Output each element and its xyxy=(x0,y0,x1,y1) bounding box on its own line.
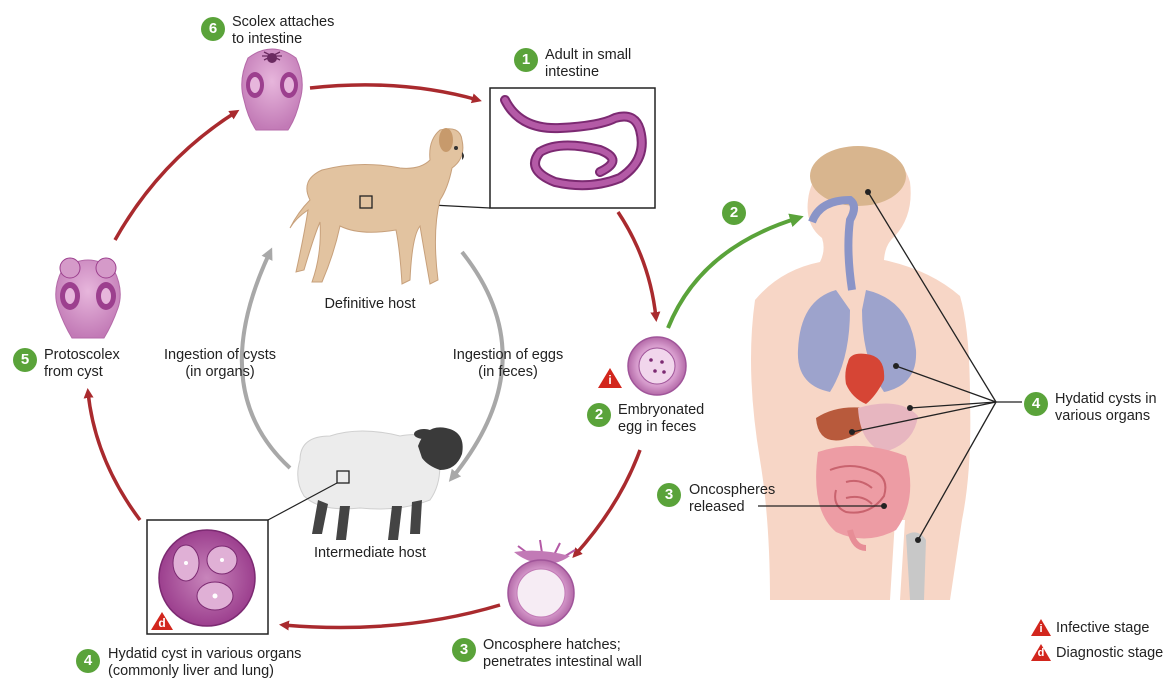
cycle-arrow-4-to-5 xyxy=(88,392,140,520)
step-4-label: Hydatid cyst in various organs(commonly … xyxy=(108,646,301,680)
step-2-human-badge: 2 xyxy=(722,201,746,225)
legend-diagnostic-icon: d xyxy=(1030,643,1052,662)
embryonated-egg xyxy=(628,337,686,395)
oncosphere-hatching xyxy=(508,540,575,626)
legend-diagnostic-label: Diagnostic stage xyxy=(1056,645,1163,662)
step-3-label: Oncosphere hatches;penetrates intestinal… xyxy=(483,637,642,671)
protoscolex-illustration xyxy=(56,258,121,338)
diagnostic-stage-marker: d xyxy=(150,611,174,631)
ingestion-cysts-label: Ingestion of cysts(in organs) xyxy=(150,347,290,381)
step-3-human-badge: 3 xyxy=(657,483,681,507)
adult-worm-box xyxy=(490,88,655,208)
dog-illustration xyxy=(290,128,464,284)
step-4-human-badge: 4 xyxy=(1024,392,1048,416)
legend-infective-icon: i xyxy=(1030,618,1052,637)
step-2-badge: 2 xyxy=(587,403,611,427)
legend-infective-label: Infective stage xyxy=(1056,620,1150,637)
cycle-arrow-6-to-1 xyxy=(310,85,478,100)
step-1-badge: 1 xyxy=(514,48,538,72)
step-6-badge: 6 xyxy=(201,17,225,41)
human-body-illustration xyxy=(751,146,970,600)
ingestion-eggs-label: Ingestion of eggs(in feces) xyxy=(438,347,578,381)
intestine-organ xyxy=(816,446,910,539)
definitive-host-label: Definitive host xyxy=(300,296,440,313)
brain-organ xyxy=(810,146,906,206)
intermediate-host-label: Intermediate host xyxy=(295,545,445,562)
cycle-arrow-5-to-6 xyxy=(115,112,236,240)
cycle-arrow-2-to-3 xyxy=(575,450,640,555)
sheep-illustration xyxy=(298,427,463,540)
infective-stage-marker: i xyxy=(597,367,623,389)
step-4-badge: 4 xyxy=(76,649,100,673)
step-5-badge: 5 xyxy=(13,348,37,372)
step-3-badge: 3 xyxy=(452,638,476,662)
cycle-arrow-3-to-4 xyxy=(283,605,500,628)
scolex-illustration xyxy=(242,49,303,130)
cycle-arrow-1-to-2 xyxy=(618,212,656,318)
